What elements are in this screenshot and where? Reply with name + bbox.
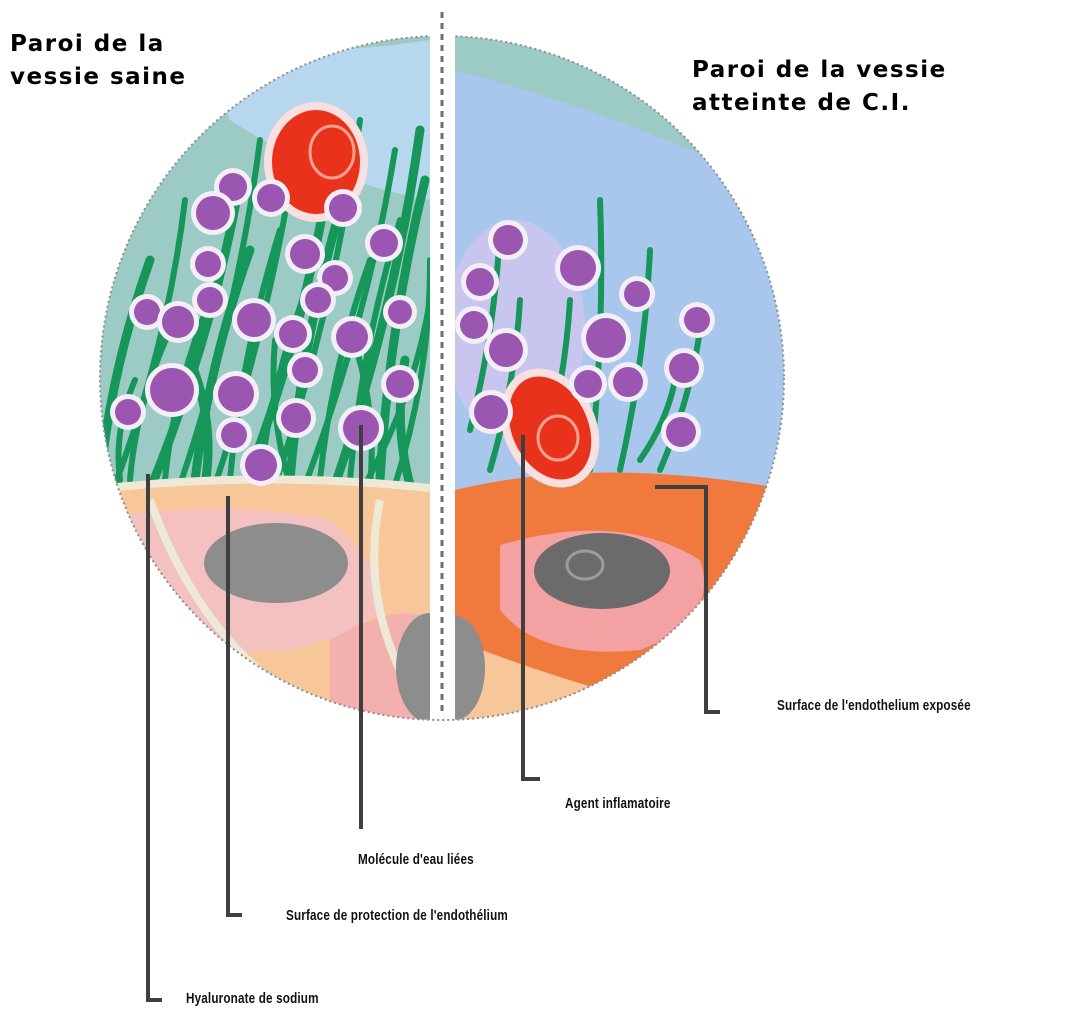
water-molecule xyxy=(370,229,398,257)
title-healthy-line-2: vessie saine xyxy=(10,61,187,94)
water-molecule xyxy=(197,287,223,313)
water-molecule xyxy=(281,403,311,433)
title-affected-line-1: Paroi de la vessie xyxy=(692,54,947,87)
water-molecule xyxy=(489,333,523,367)
water-molecule xyxy=(115,399,141,425)
label-protective-endothelium: Surface de protection de l'endothélium xyxy=(286,907,508,925)
water-molecule xyxy=(560,250,596,286)
water-molecule xyxy=(574,370,602,398)
water-molecule xyxy=(669,353,699,383)
water-molecule xyxy=(305,287,331,313)
title-affected-wall: Paroi de la vessie atteinte de C.I. xyxy=(692,54,947,120)
water-molecule xyxy=(386,370,414,398)
water-molecule xyxy=(493,225,523,255)
water-molecule xyxy=(218,376,254,412)
water-molecule xyxy=(336,321,368,353)
water-molecule xyxy=(684,307,710,333)
water-molecule xyxy=(237,303,271,337)
water-molecule xyxy=(292,357,318,383)
water-molecule xyxy=(162,306,194,338)
water-molecule xyxy=(329,194,357,222)
water-molecule xyxy=(290,239,320,269)
title-healthy-wall: Paroi de la vessie saine xyxy=(10,28,187,94)
water-molecule xyxy=(474,395,508,429)
water-molecule xyxy=(196,196,230,230)
water-molecule xyxy=(460,311,488,339)
water-molecule xyxy=(221,422,247,448)
label-bound-water-molecules: Molécule d'eau liées xyxy=(358,851,474,869)
water-molecule xyxy=(613,367,643,397)
water-molecule xyxy=(466,268,494,296)
water-molecule xyxy=(134,299,160,325)
healthy-nucleus xyxy=(204,523,348,603)
label-exposed-endothelium: Surface de l'endothelium exposée xyxy=(777,697,971,715)
water-molecule xyxy=(195,251,221,277)
title-healthy-line-1: Paroi de la xyxy=(10,28,187,61)
label-inflammatory-agent: Agent inflamatoire xyxy=(565,795,671,813)
water-molecule xyxy=(388,300,412,324)
water-molecule xyxy=(586,318,626,358)
water-molecule xyxy=(666,417,696,447)
title-affected-line-2: atteinte de C.I. xyxy=(692,87,947,120)
water-molecule xyxy=(279,320,307,348)
water-molecule xyxy=(257,184,285,212)
label-sodium-hyaluronate: Hyaluronate de sodium xyxy=(186,990,319,1008)
water-molecule xyxy=(245,449,277,481)
water-molecule xyxy=(624,281,650,307)
water-molecule xyxy=(150,368,194,412)
